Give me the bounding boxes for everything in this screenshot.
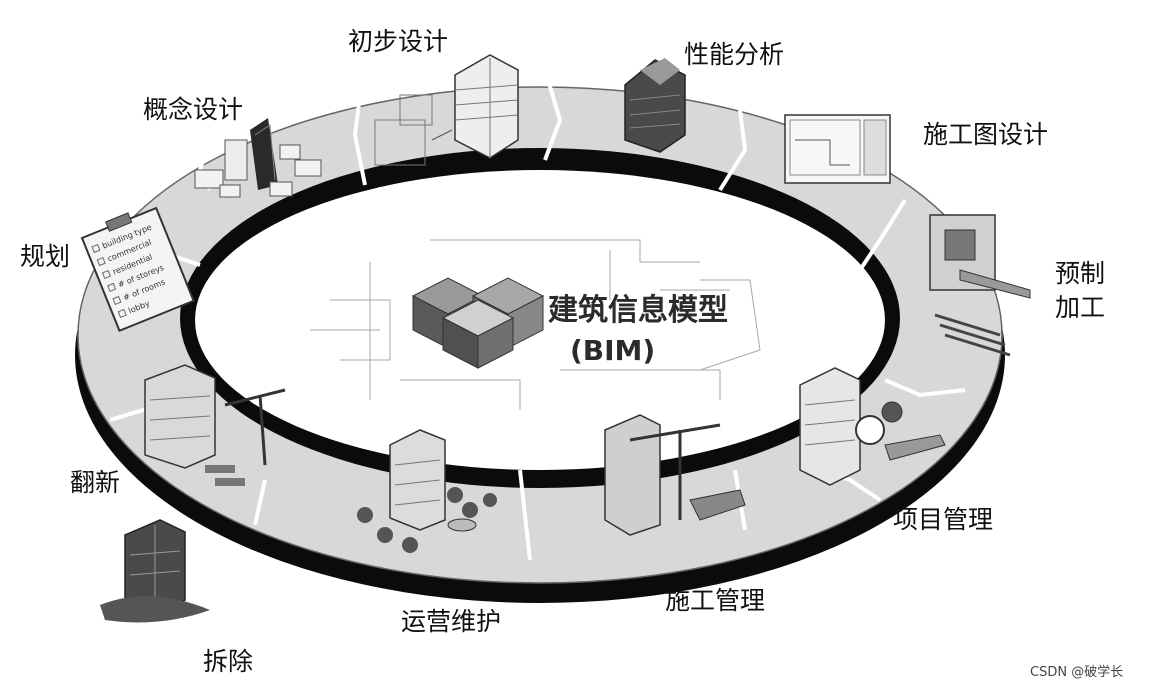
label-guihua: 规划	[20, 242, 70, 271]
performance-tower-icon	[624, 58, 686, 153]
preliminary-tower-icon	[374, 54, 519, 166]
crane-site-icon	[604, 414, 746, 536]
label-shigong: 施工管理	[665, 586, 765, 615]
watermark: CSDN @破学长	[1030, 664, 1123, 680]
label-xingneng: 性能分析	[684, 40, 784, 69]
bim-cube-icon	[411, 277, 545, 369]
prefab-machine-icon	[929, 214, 1031, 357]
center-abbr: (BIM)	[570, 334, 655, 367]
label-yuzhi-2: 加工	[1055, 293, 1105, 322]
stage-labels: 规划 概念设计 初步设计 性能分析 施工图设计 预制 加工 项目管理 施工管理 …	[20, 27, 1105, 676]
operation-building-icon	[357, 429, 497, 553]
label-chaichu: 拆除	[203, 647, 253, 676]
center-title: 建筑信息模型	[548, 293, 728, 328]
concept-massing-icon	[194, 118, 322, 198]
project-mgmt-building-icon	[799, 367, 946, 486]
label-xiangmu: 项目管理	[893, 505, 993, 534]
label-gainian: 概念设计	[143, 95, 243, 124]
center-linework	[310, 239, 761, 410]
label-chubu: 初步设计	[348, 27, 448, 56]
label-fanxin: 翻新	[70, 468, 120, 497]
label-shigongtu: 施工图设计	[923, 120, 1048, 149]
renovation-building-icon	[144, 364, 286, 486]
label-yunying: 运营维护	[401, 607, 501, 636]
label-yuzhi-1: 预制	[1055, 259, 1105, 288]
drawing-screen-icon	[784, 114, 891, 184]
demolition-building-icon	[100, 519, 210, 623]
